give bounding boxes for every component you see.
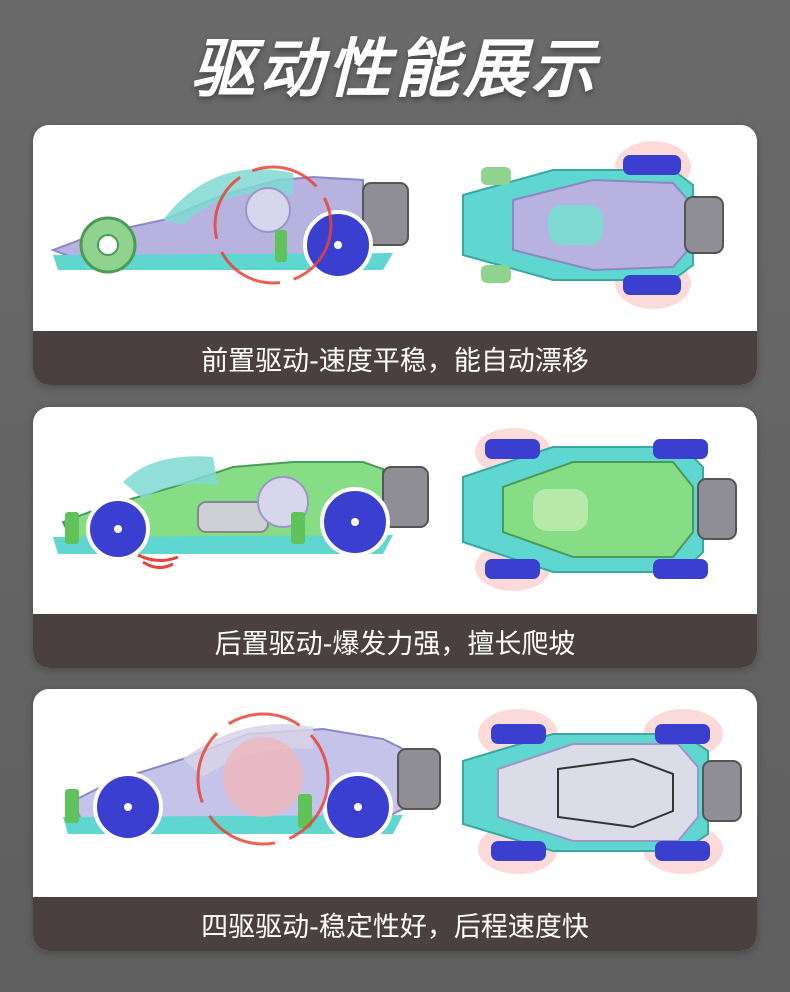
drive-card-rear: 后置驱动-爆发力强，擅长爬坡	[33, 407, 757, 668]
page-title: 驱动性能展示	[191, 33, 599, 107]
front-drive-top-view	[462, 141, 724, 309]
front-drive-side-view	[50, 165, 409, 285]
drive-card-front: 前置驱动-速度平稳，能自动漂移	[33, 125, 757, 385]
4wd-top-view	[462, 709, 742, 874]
drive-caption-4wd: 四驱驱动-稳定性好，后程速度快	[33, 897, 757, 951]
rear-drive-side-view	[53, 456, 429, 569]
rear-drive-top-view	[462, 428, 737, 591]
front-drive-illustration	[33, 125, 757, 331]
rear-drive-illustration	[33, 407, 757, 614]
drive-card-4wd: 四驱驱动-稳定性好，后程速度快	[33, 689, 757, 951]
drive-caption-front: 前置驱动-速度平稳，能自动漂移	[33, 331, 757, 385]
4wd-illustration	[33, 689, 757, 897]
drive-caption-rear: 后置驱动-爆发力强，擅长爬坡	[33, 614, 757, 668]
4wd-side-view	[63, 712, 441, 846]
